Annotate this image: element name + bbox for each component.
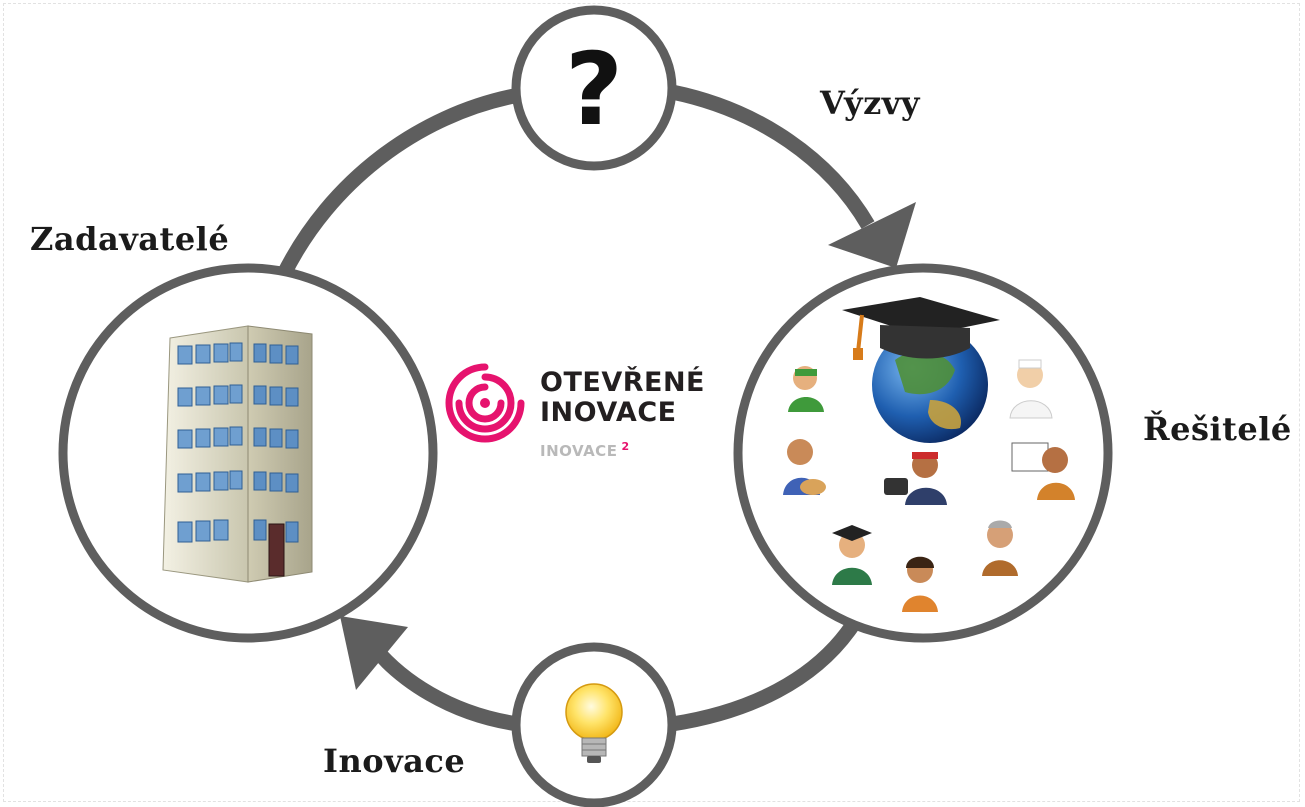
woman-person-icon <box>902 556 938 612</box>
logo-wordmark: OTEVŘENÉ INOVACE <box>540 368 705 428</box>
building-door <box>268 523 285 577</box>
solvers-label: Řešitelé <box>1143 410 1292 448</box>
arrowhead-to-solvers <box>828 202 916 268</box>
cycle-arrows <box>276 84 875 732</box>
mechanic-person-icon <box>788 366 824 412</box>
logo-sub-superscript: 2 <box>621 440 630 453</box>
photographer-person-icon <box>884 452 947 505</box>
presenter-person-icon <box>1011 442 1075 500</box>
logo-line2: INOVACE <box>540 397 677 428</box>
maze-logo-icon <box>445 363 525 443</box>
graduate-person-icon <box>832 525 872 585</box>
elder-person-icon <box>982 520 1018 576</box>
people-group-icon <box>783 359 1075 612</box>
logo-sub-text: INOVACE <box>540 442 618 460</box>
logo-line1: OTEVŘENÉ <box>540 367 705 398</box>
doctor-person-icon <box>1009 359 1053 419</box>
challenges-node <box>511 5 677 171</box>
arc-solvers-to-bulb <box>670 621 859 732</box>
painter-person-icon <box>783 439 826 495</box>
arc-bulb-to-clients <box>366 640 520 732</box>
light-bulb-icon <box>565 683 623 763</box>
arc-question-to-solvers <box>670 84 875 229</box>
arrowhead-to-clients <box>340 616 408 690</box>
question-mark-icon: ? <box>565 31 623 148</box>
clients-label: Zadavatelé <box>30 220 230 258</box>
graduation-globe-icon <box>842 297 1000 443</box>
office-building-icon <box>162 325 313 583</box>
arc-clients-to-question <box>276 88 516 280</box>
innovation-label: Inovace <box>323 742 466 780</box>
challenges-label: Výzvy <box>820 84 920 122</box>
diagram-frame <box>3 3 1300 802</box>
